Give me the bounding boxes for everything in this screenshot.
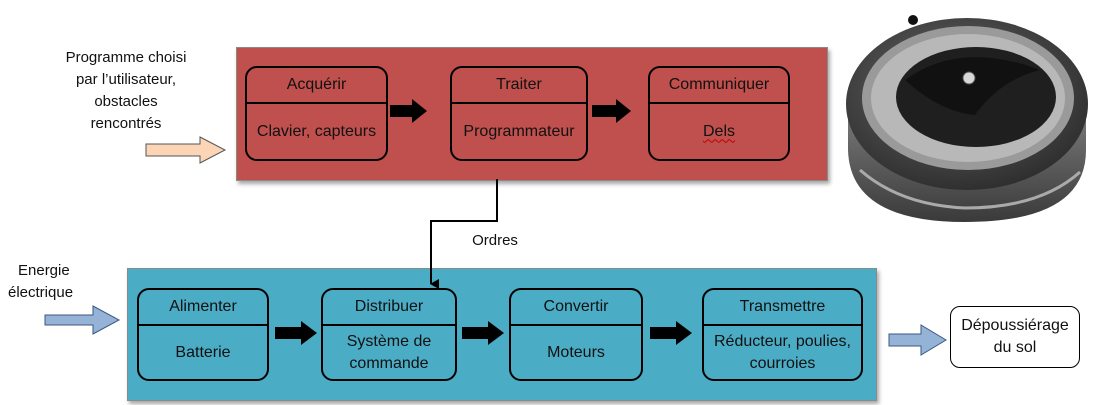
information-chain: Acquérir Clavier, capteurs Traiter Progr… [236,47,828,181]
flow-arrow [592,99,631,123]
flow-arrow [650,321,692,345]
function-label: Acquérir [247,68,386,104]
output-box: Dépoussiérage du sol [950,306,1080,368]
orders-label: Ordres [472,232,518,249]
output-arrow [888,324,947,356]
energy-input-label: Energie électrique [8,262,74,301]
orders-connector [430,179,498,289]
block-acquerir: Acquérir Clavier, capteurs [245,66,388,161]
block-communiquer: Communiquer Dels [648,66,790,161]
component-label: Moteurs [547,343,605,361]
component-label: Programmateur [463,122,575,140]
function-label: Communiquer [650,68,788,104]
block-convertir: Convertir Moteurs [509,288,643,381]
function-label: Alimenter [139,290,267,326]
component-label: Réducteur, poulies, [714,332,851,350]
flow-arrow [462,321,504,345]
function-label: Convertir [511,290,641,326]
input-arrow-energy [44,305,121,335]
component-label: Clavier, capteurs [256,122,377,140]
energy-chain: Alimenter Batterie Distribuer Système de… [127,268,877,401]
component-label: Dels [702,122,735,140]
block-transmettre: Transmettre Réducteur, poulies, courroie… [702,288,863,381]
block-alimenter: Alimenter Batterie [137,288,269,381]
block-traiter: Traiter Programmateur [450,66,588,161]
flow-arrow [390,99,427,123]
block-distribuer: Distribuer Système de commande [321,288,457,381]
function-label: Transmettre [704,290,861,326]
input-arrow-information [145,136,227,164]
function-label: Distribuer [323,290,455,326]
output-label: du sol [993,339,1037,356]
component-label: Batterie [175,343,231,361]
flow-arrow [275,321,317,345]
component-label: commande [349,354,429,372]
component-label: courroies [749,354,816,372]
component-label: Système de [346,332,432,350]
information-input-label: Programme choisi par l’utilisateur, obst… [65,49,187,132]
function-label: Traiter [452,68,586,104]
output-label: Dépoussiérage [961,317,1069,334]
